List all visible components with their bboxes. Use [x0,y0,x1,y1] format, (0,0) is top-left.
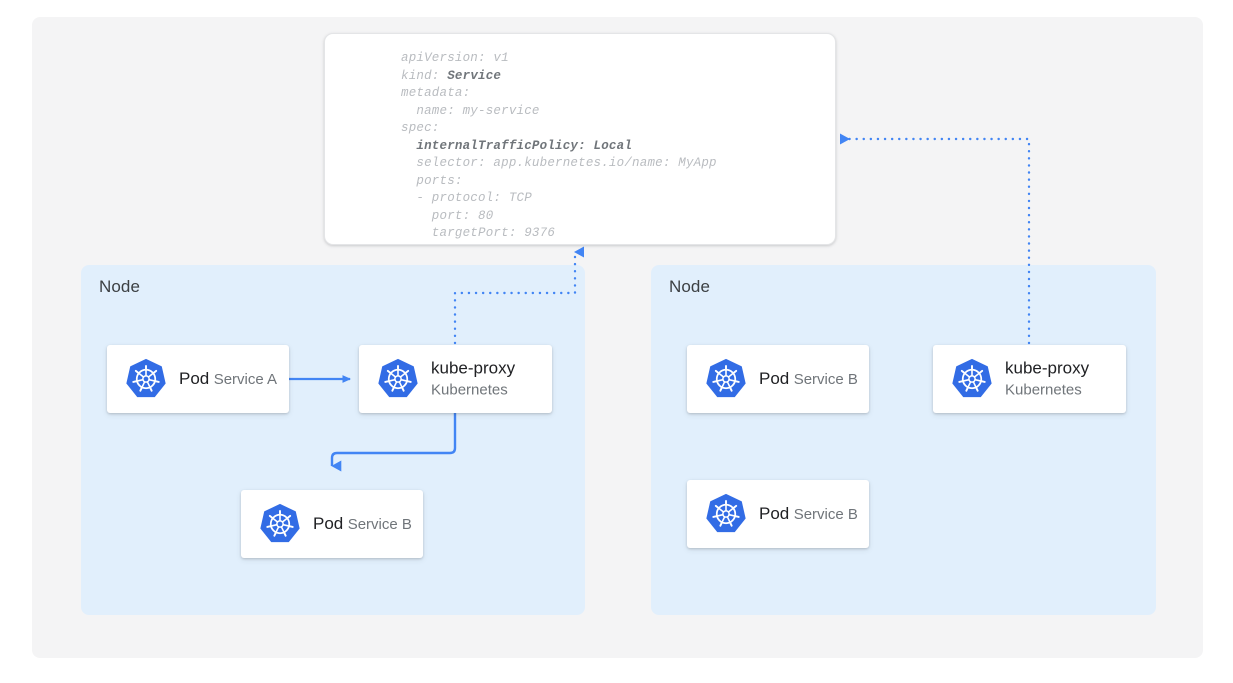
card-subtitle: Service B [347,516,412,533]
card-pod-service-b-left[interactable]: Pod Service B [241,490,423,558]
card-text: kube-proxy Kubernetes [1005,358,1126,401]
card-subtitle: Service B [793,371,858,388]
card-title: Pod [313,514,344,533]
card-subtitle: Kubernetes [431,381,508,399]
card-text: Pod Service A [179,368,277,390]
card-title: Pod [179,369,210,388]
card-title: Pod [759,369,790,388]
card-text: Pod Service B [759,503,858,525]
kubernetes-icon [377,358,419,400]
kubernetes-icon [259,503,301,545]
card-pod-service-b-right-top[interactable]: Pod Service B [687,345,869,413]
card-kube-proxy-left[interactable]: kube-proxy Kubernetes [359,345,552,413]
card-title: kube-proxy [431,358,516,378]
service-manifest-card: apiVersion: v1 kind: Service metadata: n… [324,33,836,245]
card-text: Pod Service B [759,368,858,390]
card-text: kube-proxy Kubernetes [431,358,552,401]
kubernetes-icon [705,493,747,535]
card-kube-proxy-right[interactable]: kube-proxy Kubernetes [933,345,1126,413]
node-label: Node [99,277,141,296]
card-title: kube-proxy [1005,358,1090,378]
card-pod-service-b-right-bottom[interactable]: Pod Service B [687,480,869,548]
card-title: Pod [759,504,790,523]
kubernetes-icon [705,358,747,400]
service-manifest-code: apiVersion: v1 kind: Service metadata: n… [401,51,717,241]
node-panel-left: Node [81,265,585,615]
card-subtitle: Service B [793,506,858,523]
card-subtitle: Service A [213,371,278,388]
kubernetes-icon [951,358,993,400]
kubernetes-icon [125,358,167,400]
node-panel-right: Node [651,265,1156,615]
node-label: Node [669,277,711,296]
card-pod-service-a[interactable]: Pod Service A [107,345,289,413]
card-text: Pod Service B [313,513,412,535]
card-subtitle: Kubernetes [1005,381,1082,399]
